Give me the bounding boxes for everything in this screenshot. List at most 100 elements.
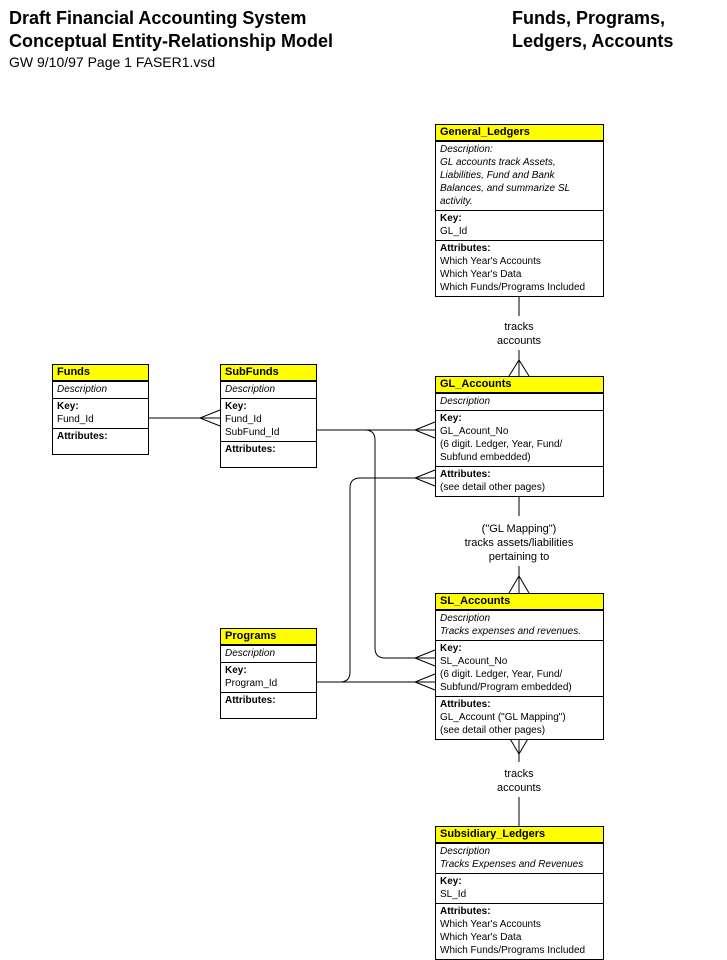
entity-description: Description: GL accounts track Assets, L… bbox=[436, 141, 603, 210]
description-line: Balances, and summarize SL bbox=[440, 183, 571, 194]
entity-title: GL_Accounts bbox=[436, 377, 603, 393]
attributes-label: Attributes: bbox=[225, 444, 276, 455]
relationship-text: tracks bbox=[504, 768, 534, 780]
gl-mapping-crowfoot bbox=[508, 575, 530, 594]
entity-title: Programs bbox=[221, 629, 316, 645]
attributes-label: Attributes: bbox=[440, 469, 491, 480]
entity-attributes: Attributes: Which Year's Accounts Which … bbox=[436, 240, 603, 296]
key-label: Key: bbox=[440, 413, 462, 424]
entity-general-ledgers[interactable]: General_Ledgers Description: GL accounts… bbox=[435, 124, 604, 297]
attributes-label: Attributes: bbox=[440, 243, 491, 254]
diagram-topic-line2: Ledgers, Accounts bbox=[512, 31, 674, 51]
entity-subsidiary-ledgers[interactable]: Subsidiary_Ledgers Description Tracks Ex… bbox=[435, 826, 604, 960]
attribute-field: Which Funds/Programs Included bbox=[440, 945, 586, 956]
entity-attributes: Attributes: GL_Account ("GL Mapping") (s… bbox=[436, 696, 603, 739]
description-line: activity. bbox=[440, 196, 473, 207]
attributes-label: Attributes: bbox=[440, 906, 491, 917]
relationship-label-gl-tracks: tracks accounts bbox=[479, 320, 559, 348]
programs-slaccounts-crowfoot bbox=[413, 673, 436, 691]
key-field: (6 digit. Ledger, Year, Fund/ bbox=[440, 439, 563, 450]
entity-title: General_Ledgers bbox=[436, 125, 603, 141]
entity-description: Description Tracks expenses and revenues… bbox=[436, 610, 603, 640]
funds-subfunds-crowfoot bbox=[198, 409, 221, 427]
key-label: Key: bbox=[225, 401, 247, 412]
entity-attributes: Attributes: bbox=[221, 441, 316, 467]
subfunds-slaccounts-crowfoot bbox=[413, 649, 436, 667]
key-label: Key: bbox=[57, 401, 79, 412]
entity-title: Funds bbox=[53, 365, 148, 381]
entity-attributes: Attributes: bbox=[53, 428, 148, 454]
entity-title: SL_Accounts bbox=[436, 594, 603, 610]
description-line: Liabilities, Fund and Bank bbox=[440, 170, 555, 181]
diagram-title-line1: Draft Financial Accounting System bbox=[9, 8, 307, 28]
entity-sl-accounts[interactable]: SL_Accounts Description Tracks expenses … bbox=[435, 593, 604, 740]
entity-keys: Key: GL_Acount_No (6 digit. Ledger, Year… bbox=[436, 410, 603, 466]
key-field: Program_Id bbox=[225, 678, 278, 689]
subfunds-glaccounts-crowfoot bbox=[413, 421, 436, 439]
entity-funds[interactable]: Funds Description Key: Fund_Id Attribute… bbox=[52, 364, 149, 455]
diagram-subtitle: GW 9/10/97 Page 1 FASER1.vsd bbox=[9, 54, 216, 70]
entity-keys: Key: Program_Id bbox=[221, 662, 316, 692]
entity-attributes: Attributes: Which Year's Accounts Which … bbox=[436, 903, 603, 959]
attribute-field: GL_Account ("GL Mapping") bbox=[440, 712, 566, 723]
key-label: Key: bbox=[440, 213, 462, 224]
entity-title: Subsidiary_Ledgers bbox=[436, 827, 603, 843]
attribute-field: Which Year's Accounts bbox=[440, 256, 541, 267]
key-field: SL_Id bbox=[440, 889, 467, 900]
key-field: Subfund/Program embedded) bbox=[440, 682, 572, 693]
attribute-field: Which Year's Data bbox=[440, 269, 522, 280]
subfunds-slaccounts-link bbox=[316, 429, 435, 659]
entity-keys: Key: GL_Id bbox=[436, 210, 603, 240]
relationship-text: ("GL Mapping") bbox=[481, 523, 557, 535]
entity-description: Description bbox=[436, 393, 603, 410]
relationship-text: accounts bbox=[496, 782, 542, 794]
attributes-label: Attributes: bbox=[225, 695, 276, 706]
relationship-label-gl-mapping: ("GL Mapping") tracks assets/liabilities… bbox=[444, 522, 594, 564]
key-label: Key: bbox=[440, 643, 462, 654]
relationship-text: tracks assets/liabilities bbox=[464, 537, 574, 549]
entity-title: SubFunds bbox=[221, 365, 316, 381]
description-line: Description bbox=[440, 613, 491, 624]
description-line: Description bbox=[225, 384, 276, 395]
attribute-field: (see detail other pages) bbox=[440, 482, 546, 493]
entity-description: Description bbox=[221, 645, 316, 662]
key-field: Subfund embedded) bbox=[440, 452, 531, 463]
programs-glaccounts-link bbox=[316, 477, 435, 683]
entity-keys: Key: Fund_Id SubFund_Id bbox=[221, 398, 316, 441]
key-field: GL_Id bbox=[440, 226, 468, 237]
programs-glaccounts-crowfoot bbox=[413, 469, 436, 487]
diagram-topic-line1: Funds, Programs, bbox=[512, 8, 666, 28]
entity-attributes: Attributes: (see detail other pages) bbox=[436, 466, 603, 496]
entity-description: Description bbox=[53, 381, 148, 398]
key-field: SubFund_Id bbox=[225, 427, 280, 438]
entity-subfunds[interactable]: SubFunds Description Key: Fund_Id SubFun… bbox=[220, 364, 317, 468]
relationship-label-sl-tracks: tracks accounts bbox=[479, 767, 559, 795]
attributes-label: Attributes: bbox=[57, 431, 108, 442]
key-field: (6 digit. Ledger, Year, Fund/ bbox=[440, 669, 563, 680]
key-field: SL_Acount_No bbox=[440, 656, 508, 667]
attribute-field: (see detail other pages) bbox=[440, 725, 546, 736]
description-line: Description bbox=[440, 846, 491, 857]
key-label: Key: bbox=[440, 876, 462, 887]
key-field: Fund_Id bbox=[57, 414, 94, 425]
key-label: Key: bbox=[225, 665, 247, 676]
entity-keys: Key: SL_Acount_No (6 digit. Ledger, Year… bbox=[436, 640, 603, 696]
description-line: Description bbox=[225, 648, 276, 659]
description-line: Tracks Expenses and Revenues bbox=[440, 859, 584, 870]
attribute-field: Which Year's Accounts bbox=[440, 919, 541, 930]
entity-programs[interactable]: Programs Description Key: Program_Id Att… bbox=[220, 628, 317, 719]
entity-description: Description Tracks Expenses and Revenues bbox=[436, 843, 603, 873]
attributes-label: Attributes: bbox=[440, 699, 491, 710]
diagram-title-line2: Conceptual Entity-Relationship Model bbox=[9, 31, 334, 51]
attribute-field: Which Year's Data bbox=[440, 932, 522, 943]
key-field: GL_Acount_No bbox=[440, 426, 509, 437]
gl-ledger-crowfoot bbox=[508, 359, 530, 377]
description-line: GL accounts track Assets, bbox=[440, 157, 556, 168]
entity-gl-accounts[interactable]: GL_Accounts Description Key: GL_Acount_N… bbox=[435, 376, 604, 497]
description-line: Description bbox=[57, 384, 108, 395]
relationship-text: accounts bbox=[496, 335, 542, 347]
relationship-text: tracks bbox=[504, 321, 534, 333]
description-line: Description bbox=[440, 396, 491, 407]
relationship-text: pertaining to bbox=[488, 551, 550, 563]
